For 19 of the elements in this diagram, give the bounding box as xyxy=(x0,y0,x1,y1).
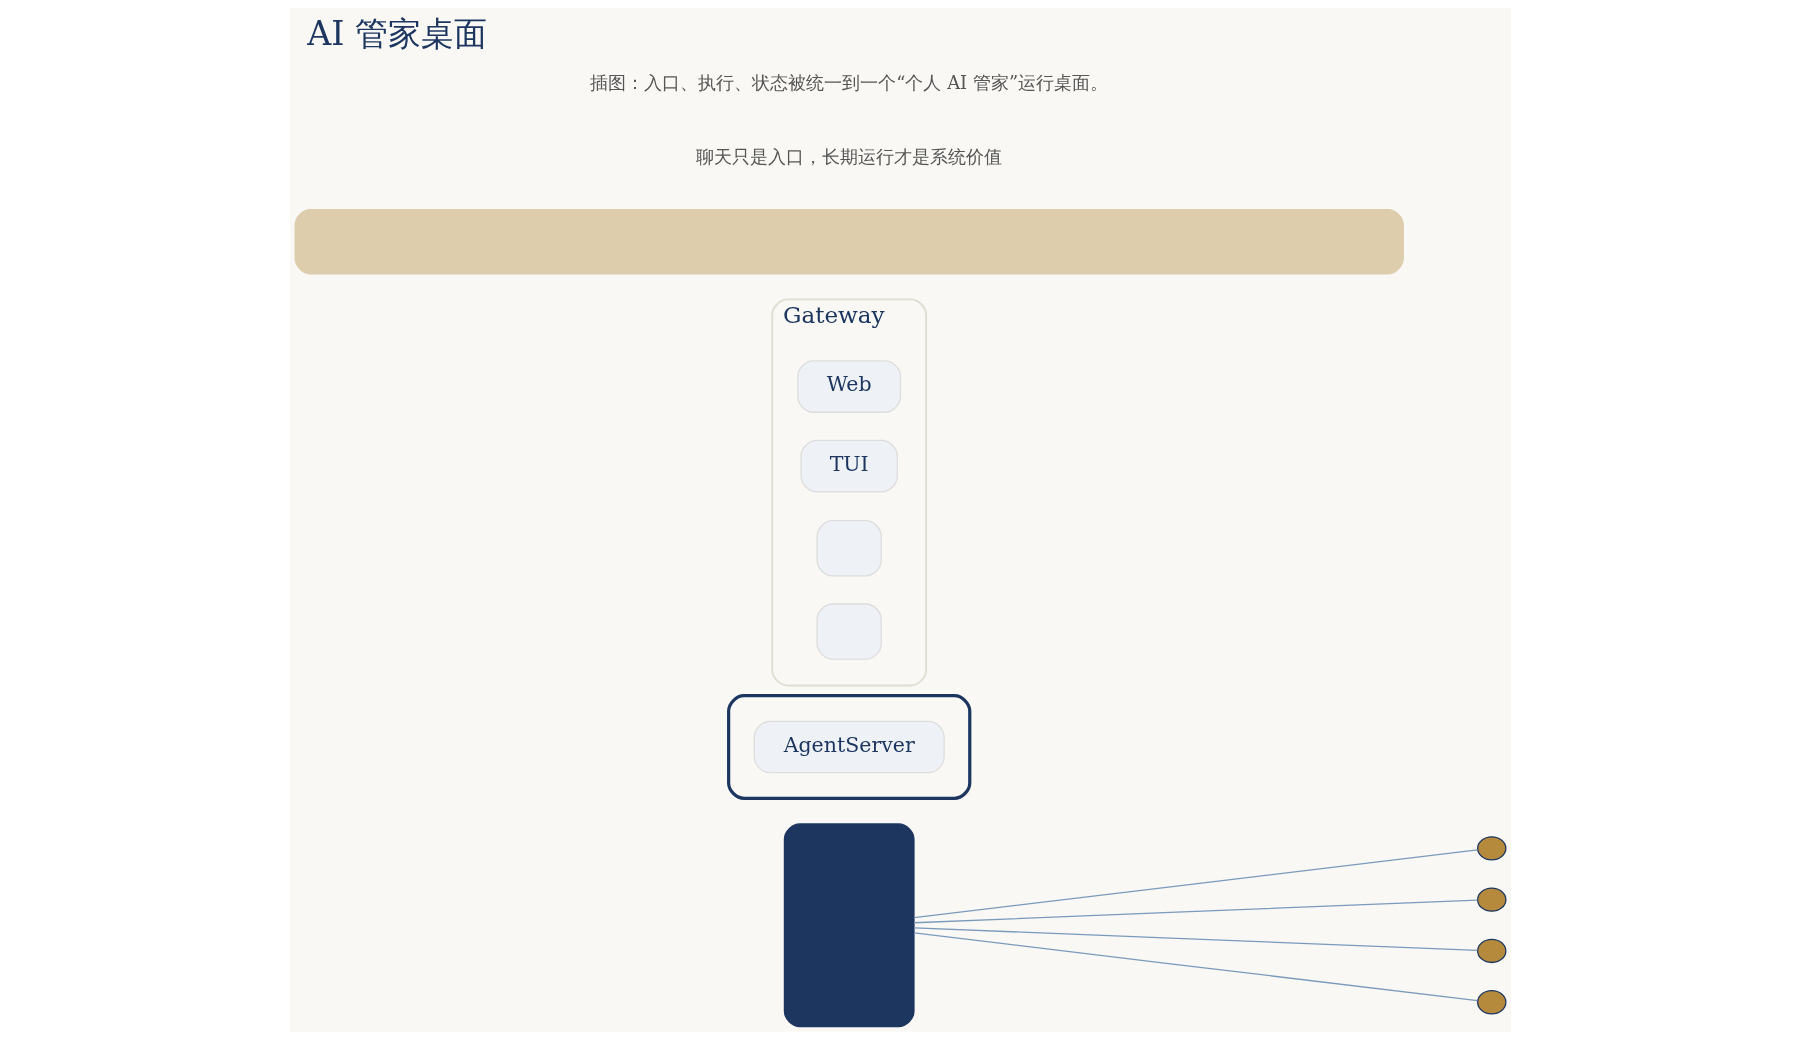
connector xyxy=(913,849,1478,919)
cluster xyxy=(726,694,971,800)
node-circle xyxy=(1476,887,1506,912)
node-person xyxy=(783,823,915,1028)
connector xyxy=(913,927,1478,952)
caption: 插图：入口、执行、状态被统一到一个“个人 AI 管家”运行桌面。 xyxy=(589,71,1108,93)
node-box: Web xyxy=(796,360,901,413)
connector xyxy=(913,899,1478,924)
node-box: TUI xyxy=(799,439,898,493)
connector xyxy=(913,932,1478,1002)
node-box xyxy=(816,520,882,577)
node-box: AgentServer xyxy=(753,720,945,774)
node-box xyxy=(816,603,882,660)
node-circle xyxy=(1476,938,1506,964)
diagram-title: AI 管家桌面 xyxy=(306,14,487,54)
label: 聊天只是入口，长期运行才是系统价值 xyxy=(695,146,1002,168)
node-bar xyxy=(294,209,1404,275)
node-circle xyxy=(1476,836,1506,861)
node-circle xyxy=(1476,990,1506,1015)
